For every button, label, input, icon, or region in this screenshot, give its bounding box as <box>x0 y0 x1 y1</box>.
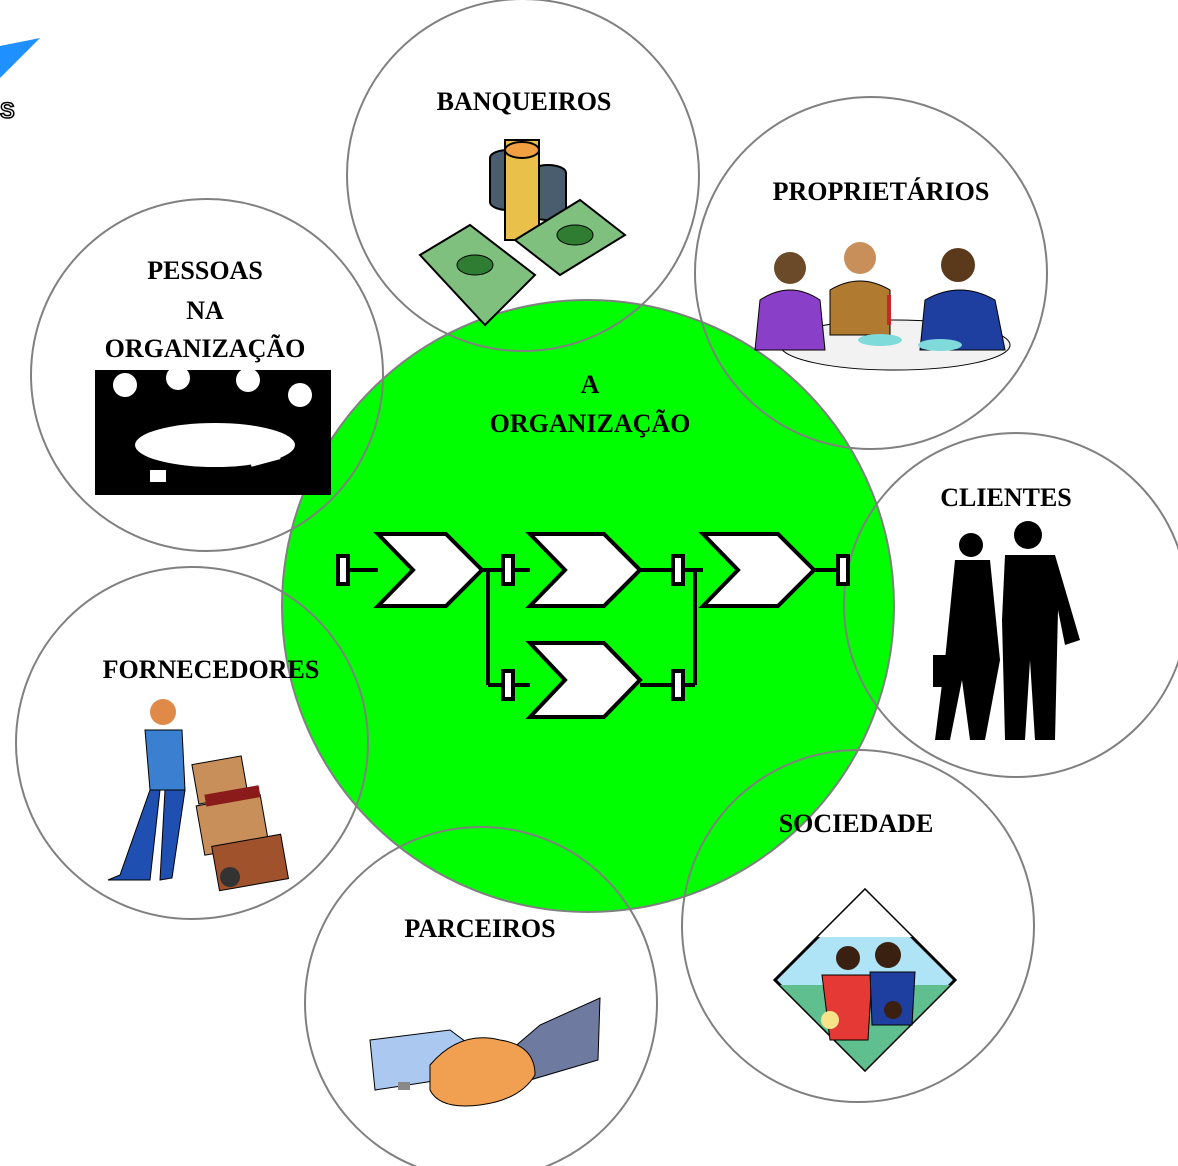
team-meeting-icon <box>95 366 331 495</box>
center-title-line2: ORGANIZAÇÃO <box>490 409 691 438</box>
corner-logo-fragment: S <box>0 38 40 124</box>
label-pessoas-line1: PESSOAS <box>147 256 263 285</box>
svg-text:S: S <box>0 98 15 123</box>
label-proprietarios: PROPRIETÁRIOS <box>773 177 990 206</box>
process-flow-icon <box>336 532 850 719</box>
handshake-icon <box>369 997 601 1107</box>
stakeholder-pessoas <box>30 198 384 552</box>
center-title-line1: A <box>581 370 600 399</box>
walking-couple-icon <box>933 521 1080 740</box>
label-parceiros: PARCEIROS <box>404 914 555 943</box>
business-meeting-icon <box>754 242 1011 371</box>
money-coins-icon <box>418 139 627 327</box>
stakeholder-parceiros <box>304 826 658 1166</box>
label-pessoas-line3: ORGANIZAÇÃO <box>105 334 306 363</box>
label-sociedade: SOCIEDADE <box>779 809 934 838</box>
label-fornecedores: FORNECEDORES <box>103 655 320 684</box>
label-banqueiros: BANQUEIROS <box>437 87 612 116</box>
label-pessoas-line2: NA <box>186 296 224 325</box>
stakeholder-fornecedores <box>15 566 369 920</box>
delivery-worker-icon <box>107 699 290 892</box>
stakeholder-clientes <box>843 432 1178 778</box>
stakeholder-proprietarios <box>694 96 1048 450</box>
family-icon <box>772 887 958 1073</box>
stakeholder-banqueiros <box>346 0 700 352</box>
label-clientes: CLIENTES <box>940 483 1072 512</box>
stakeholder-sociedade <box>681 749 1035 1103</box>
